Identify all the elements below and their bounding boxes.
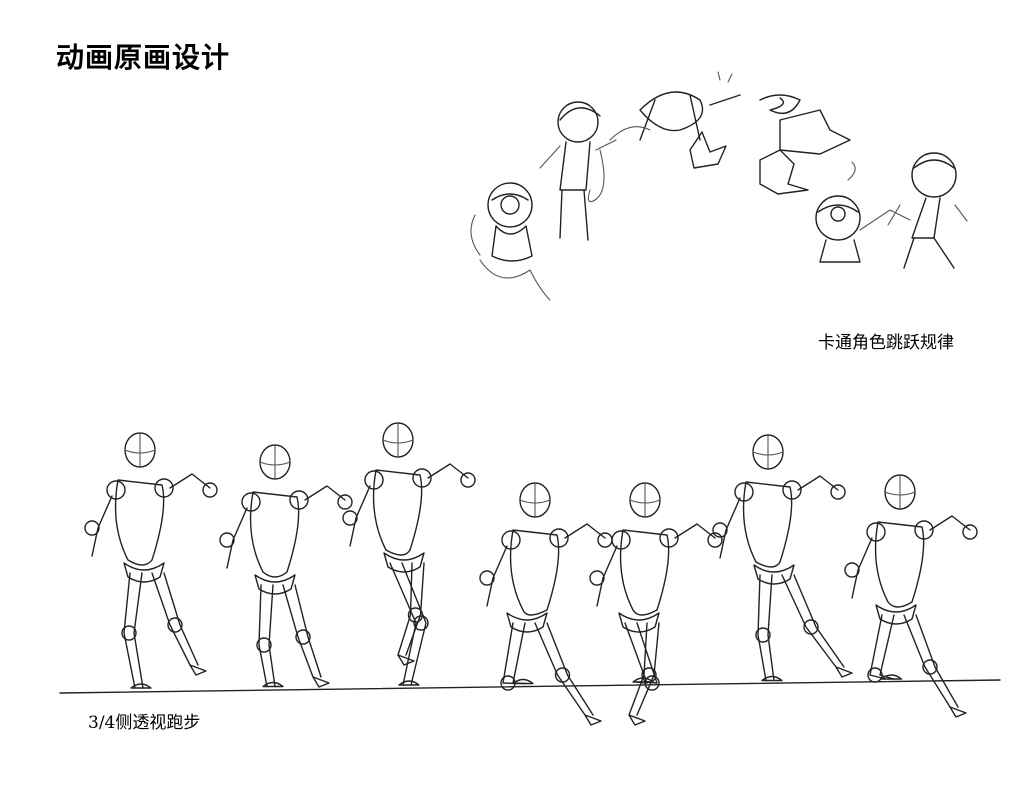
jump-frame-2: [539, 101, 617, 241]
runner-figure: [342, 422, 476, 686]
jump-frame-6: [887, 152, 968, 269]
runner-figure: [219, 444, 353, 688]
runner-figure: [712, 434, 853, 682]
ground-line: [59, 679, 1001, 694]
jump-frame-5: [815, 195, 911, 263]
runner-figure: [84, 432, 218, 689]
jump-frame-1: [470, 182, 551, 301]
runner-figure: [844, 474, 978, 718]
run-sequence-caption: 3/4侧透视跑步: [88, 713, 201, 733]
jump-sequence-caption: 卡通角色跳跃规律: [818, 333, 954, 353]
page-title: 动画原画设计: [56, 41, 231, 74]
runner-figure: [479, 482, 613, 726]
jump-arc-sketch: [470, 71, 968, 301]
jump-frame-4: [759, 94, 856, 195]
runner-figure: [589, 482, 723, 726]
jump-frame-3: [609, 71, 741, 169]
